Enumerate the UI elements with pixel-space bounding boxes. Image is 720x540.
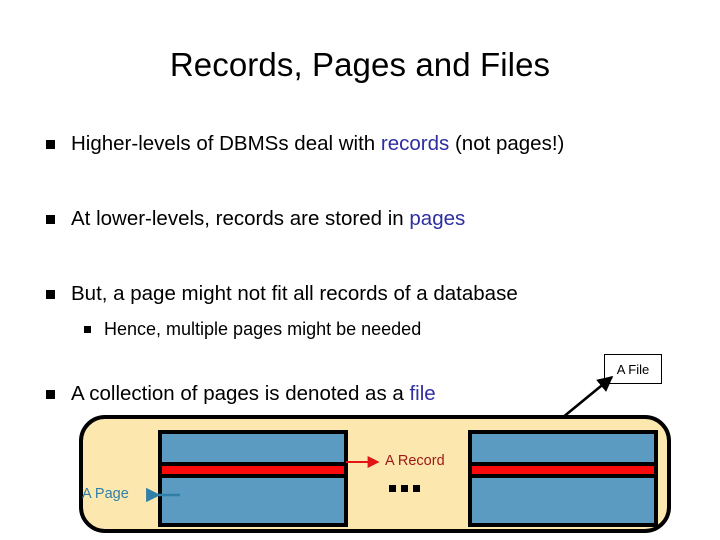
bullet-item-3-sub: Hence, multiple pages might be needed [84, 318, 421, 341]
bullet-item-3: But, a page might not fit all records of… [46, 281, 518, 307]
bullet-2-accent: pages [409, 207, 466, 230]
page-2-lower-area [472, 478, 654, 523]
page-1-record-band [162, 462, 344, 478]
file-callout-box: A File [604, 354, 662, 384]
bullet-item-1: Higher-levels of DBMSs deal with records… [46, 131, 564, 157]
square-bullet-icon [84, 326, 91, 333]
bullet-4-pre: A collection of pages is denoted as a [71, 382, 410, 405]
bullet-1-accent: records [380, 132, 450, 155]
page-rectangle-2 [468, 430, 658, 527]
ellipsis-indicator [389, 485, 420, 492]
ellipsis-dot [413, 485, 420, 492]
file-callout-label: A File [616, 361, 650, 377]
bullet-text-3: But, a page might not fit all records of… [71, 282, 518, 305]
page-2-record-band [472, 462, 654, 478]
bullet-1-pre: Higher-levels of DBMSs deal with [71, 132, 381, 155]
square-bullet-icon [46, 390, 55, 399]
bullet-text-2: At lower-levels, records are stored in p… [71, 206, 465, 232]
page-2-upper-area [472, 434, 654, 462]
bullet-4-accent: file [409, 382, 436, 405]
bullet-item-4: A collection of pages is denoted as a fi… [46, 381, 436, 407]
bullet-text-3-sub: Hence, multiple pages might be needed [104, 319, 422, 339]
square-bullet-icon [46, 140, 55, 149]
square-bullet-icon [46, 215, 55, 224]
page-rectangle-1 [158, 430, 348, 527]
record-arrow-icon [346, 456, 380, 468]
bullet-item-2: At lower-levels, records are stored in p… [46, 206, 465, 232]
page-title: Records, Pages and Files [169, 46, 551, 83]
page-1-lower-area [162, 478, 344, 523]
bullet-2-pre: At lower-levels, records are stored in [71, 207, 410, 230]
page-arrow-icon [146, 488, 180, 502]
page-1-upper-area [162, 434, 344, 462]
bullet-text-1: Higher-levels of DBMSs deal with records… [71, 131, 564, 157]
bullet-text-4: A collection of pages is denoted as a fi… [71, 381, 436, 407]
ellipsis-dot [401, 485, 408, 492]
record-label: A Record [385, 453, 445, 469]
ellipsis-dot [389, 485, 396, 492]
page-label: A Page [82, 486, 129, 502]
bullet-1-post: (not pages!) [449, 132, 565, 155]
square-bullet-icon [46, 290, 55, 299]
